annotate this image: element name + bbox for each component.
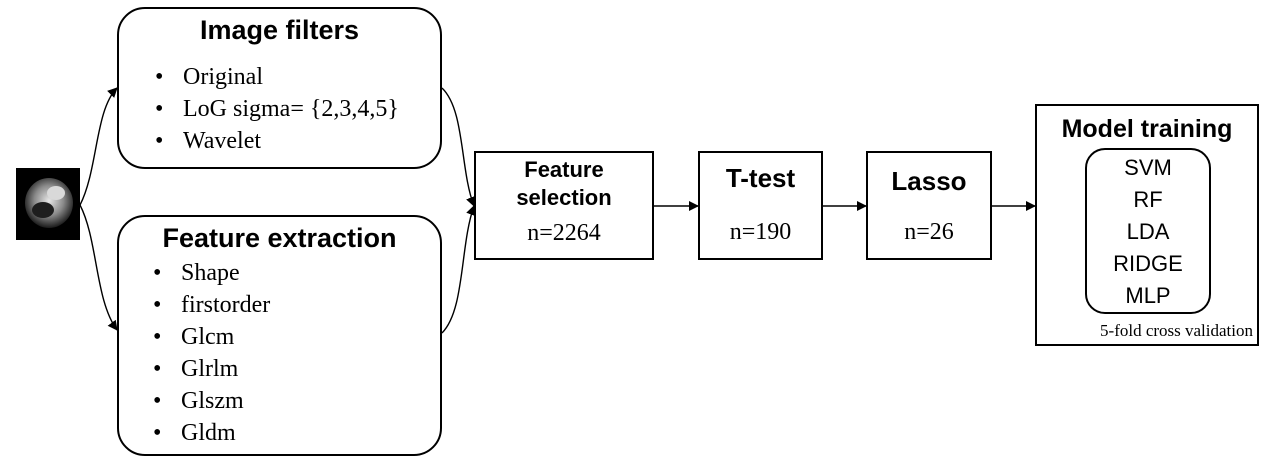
lasso-box: Lasso n=26: [866, 151, 992, 260]
list-item: • Glcm: [153, 321, 270, 353]
bullet-icon: •: [153, 388, 162, 414]
model-training-title: Model training: [1061, 115, 1233, 143]
ttest-box: T-test n=190: [698, 151, 823, 260]
bullet-icon: •: [155, 128, 164, 154]
list-item: • Glrlm: [153, 353, 270, 385]
image-filters-title: Image filters: [199, 15, 360, 45]
model-list-box: SVM RF LDA RIDGE MLP: [1085, 148, 1211, 314]
ttest-title: T-test: [725, 163, 796, 193]
input-image-thumbnail: [16, 168, 80, 240]
lasso-count: n=26: [904, 219, 954, 245]
bullet-icon: •: [155, 96, 164, 122]
feature-extraction-title: Feature extraction: [162, 223, 397, 253]
list-item: • Glszm: [153, 385, 270, 417]
list-item: • Wavelet: [155, 125, 399, 157]
feature-selection-title-line2: selection: [516, 185, 612, 210]
feature-glcm-label: Glcm: [181, 324, 235, 350]
feature-firstorder-label: firstorder: [181, 292, 271, 318]
filter-wavelet-label: Wavelet: [183, 128, 262, 154]
filter-original-label: Original: [183, 64, 263, 90]
bullet-icon: •: [153, 420, 162, 446]
model-mlp-label: MLP: [1125, 283, 1171, 308]
model-rf-label: RF: [1133, 187, 1163, 212]
bullet-icon: •: [153, 324, 162, 350]
feature-glrlm-label: Glrlm: [181, 356, 239, 382]
model-lda-label: LDA: [1126, 219, 1170, 244]
ttest-count: n=190: [729, 219, 792, 245]
arrow-thumbnail-to-feature-extraction: [79, 204, 118, 331]
arrow-feature-extraction-to-feature-selection: [441, 205, 476, 334]
bullet-icon: •: [153, 292, 162, 318]
arrow-thumbnail-to-image-filters: [79, 87, 118, 206]
model-svm-label: SVM: [1124, 155, 1172, 180]
feature-selection-box: Feature selection n=2264: [474, 151, 654, 260]
lasso-title: Lasso: [891, 166, 967, 196]
feature-extraction-box: Feature extraction • Shape • firstorder …: [117, 215, 442, 456]
feature-shape-label: Shape: [181, 260, 240, 286]
model-training-box: Model training SVM RF LDA RIDGE MLP 5-fo…: [1035, 104, 1259, 346]
image-filters-list: • Original • LoG sigma= {2,3,4,5} • Wave…: [155, 61, 399, 157]
feature-extraction-list: • Shape • firstorder • Glcm • Glrlm • Gl…: [153, 257, 270, 449]
model-list: SVM RF LDA RIDGE MLP: [1087, 152, 1209, 312]
list-item: • LoG sigma= {2,3,4,5}: [155, 93, 399, 125]
arrow-image-filters-to-feature-selection: [441, 87, 476, 207]
feature-glszm-label: Glszm: [181, 388, 244, 414]
list-item: • Original: [155, 61, 399, 93]
cross-validation-note: 5-fold cross validation: [1100, 321, 1253, 340]
list-item: • firstorder: [153, 289, 270, 321]
feature-selection-title-line1: Feature: [524, 157, 604, 182]
model-ridge-label: RIDGE: [1113, 251, 1183, 276]
bullet-icon: •: [153, 260, 162, 286]
bullet-icon: •: [155, 64, 164, 90]
list-item: • Shape: [153, 257, 270, 289]
filter-log-label: LoG sigma= {2,3,4,5}: [183, 96, 399, 122]
bullet-icon: •: [153, 356, 162, 382]
lesion-scan-graphic: [25, 178, 73, 228]
feature-gldm-label: Gldm: [181, 420, 236, 446]
image-filters-box: Image filters • Original • LoG sigma= {2…: [117, 7, 442, 169]
feature-selection-count: n=2264: [527, 220, 601, 246]
list-item: • Gldm: [153, 417, 270, 449]
